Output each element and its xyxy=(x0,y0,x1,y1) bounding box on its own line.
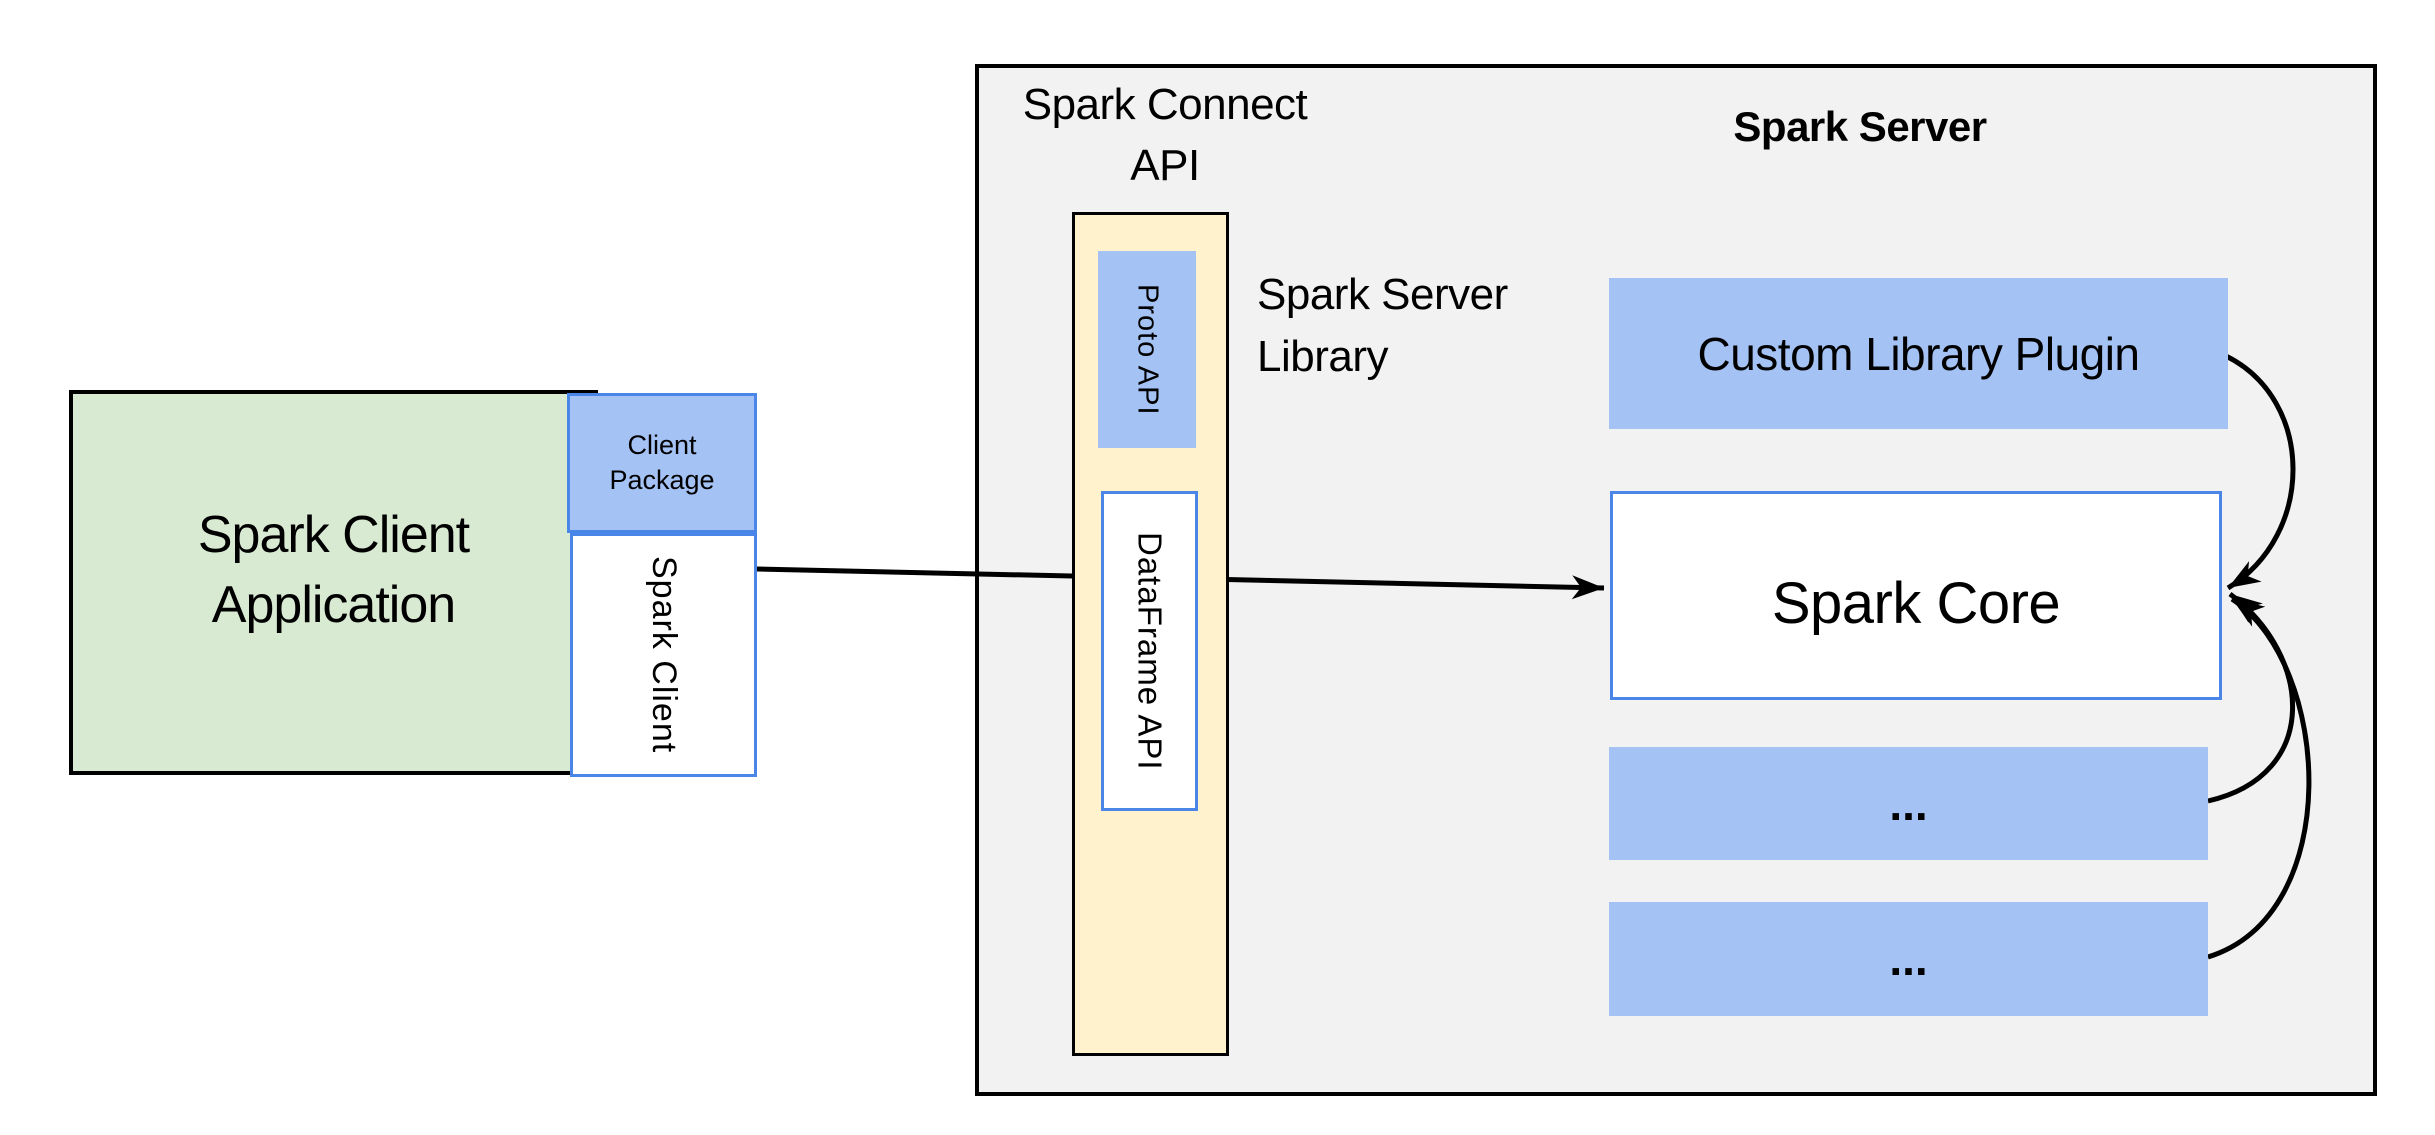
spark-client-box: Spark Client xyxy=(570,533,757,777)
spark-server-title: Spark Server xyxy=(1733,103,1987,150)
extension-box-2-label: ... xyxy=(1889,933,1928,985)
spark-core-box: Spark Core xyxy=(1610,491,2222,700)
arrow-custom-library-plugin-to-spark-core-icon xyxy=(2224,353,2296,591)
dataframe-api-box: DataFrame API xyxy=(1101,491,1198,811)
proto-api-label: Proto API xyxy=(1131,283,1164,416)
extension-box-1: ... xyxy=(1609,747,2208,860)
spark-server-library-label: Spark Server Library xyxy=(1257,270,1508,381)
extension-box-1-label: ... xyxy=(1889,777,1928,830)
spark-client-label: Spark Client xyxy=(645,556,683,754)
client-package-label: Client Package xyxy=(609,430,715,495)
client-package-box: Client Package xyxy=(567,393,757,533)
spark-client-application-label: Spark Client Application xyxy=(197,505,470,634)
spark-client-application-box: Spark Client Application xyxy=(69,390,598,775)
custom-library-plugin-box: Custom Library Plugin xyxy=(1609,278,2228,429)
arrow-extension-2-to-spark-core-icon xyxy=(2207,596,2312,960)
extension-box-2: ... xyxy=(1609,902,2208,1016)
spark-core-label: Spark Core xyxy=(1771,571,2061,636)
proto-api-box: Proto API xyxy=(1098,251,1196,448)
dataframe-api-label: DataFrame API xyxy=(1131,531,1169,771)
spark-connect-api-label: Spark Connect API xyxy=(1022,80,1308,190)
custom-library-plugin-label: Custom Library Plugin xyxy=(1697,327,2140,380)
